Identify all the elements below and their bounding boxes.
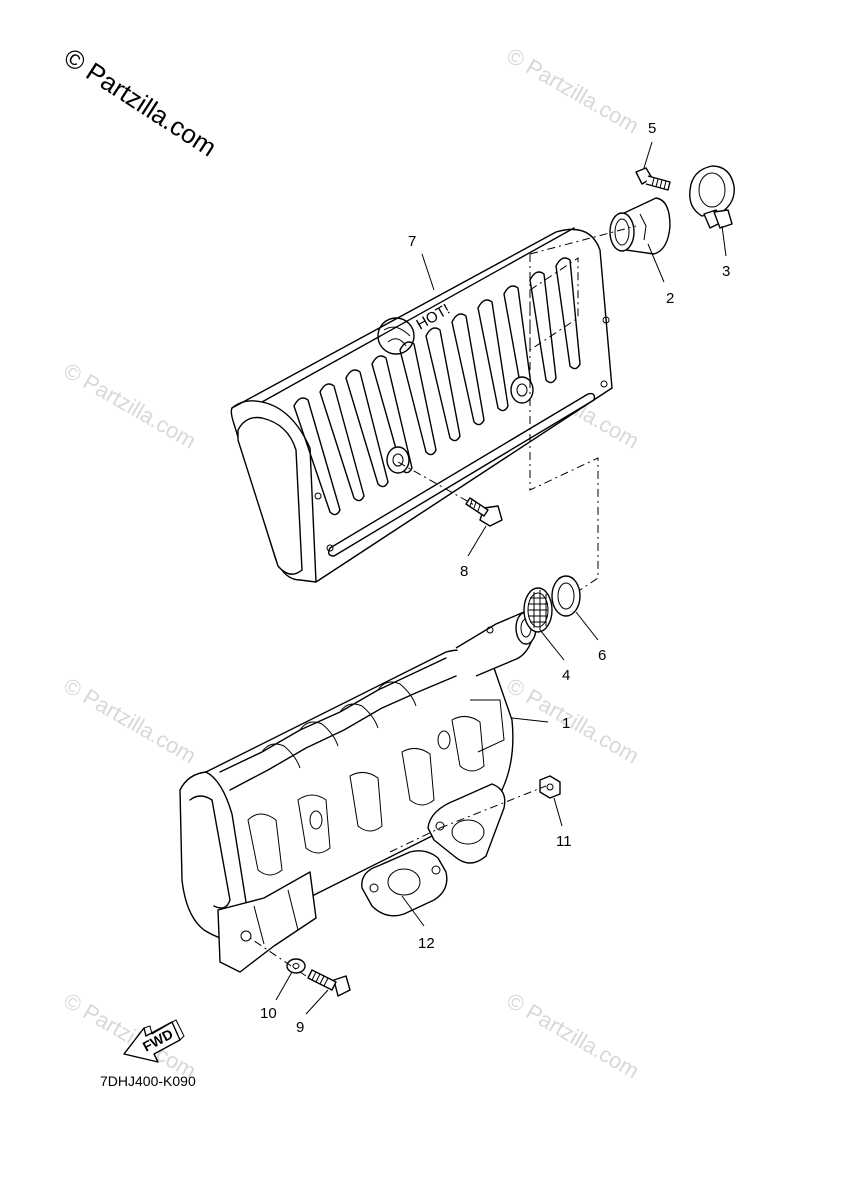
watermark: © Partzilla.com <box>503 673 644 769</box>
bolt-9 <box>307 969 351 997</box>
watermark: © Partzilla.com <box>60 358 201 454</box>
watermarks: © Partzilla.com © Partzilla.com © Partzi… <box>60 43 644 1084</box>
callout-6: 6 <box>598 647 606 664</box>
gasket <box>361 850 448 917</box>
callout-numbers: 1 2 3 4 5 6 7 8 9 10 11 12 <box>260 120 730 1036</box>
muffler <box>179 611 537 973</box>
callout-3: 3 <box>722 263 730 280</box>
bolt-8 <box>465 497 503 527</box>
heat-shield-cover: HOT! <box>230 227 613 583</box>
clamp <box>689 165 735 229</box>
callout-7: 7 <box>408 233 416 250</box>
arrester-screen <box>523 587 553 633</box>
gasket-ring <box>551 575 581 617</box>
callout-2: 2 <box>666 290 674 307</box>
nut-11 <box>539 775 561 799</box>
assembly-centerlines <box>249 225 637 977</box>
watermark: © Partzilla.com <box>60 988 201 1084</box>
diagram-code: 7DHJ400-K090 <box>100 1073 196 1089</box>
callout-12: 12 <box>418 935 435 952</box>
watermark: © Partzilla.com <box>503 988 644 1084</box>
watermark: © Partzilla.com <box>60 673 201 769</box>
callout-leaders <box>275 141 727 1015</box>
copyright-text: © Partzilla.com <box>59 42 222 163</box>
callout-1: 1 <box>562 715 570 732</box>
watermark: © Partzilla.com <box>503 43 644 139</box>
callout-5: 5 <box>648 120 656 137</box>
callout-9: 9 <box>296 1019 304 1036</box>
callout-4: 4 <box>562 667 570 684</box>
callout-11: 11 <box>556 833 572 850</box>
washer-10 <box>286 958 306 974</box>
bolt-5 <box>635 167 671 191</box>
callout-8: 8 <box>460 563 468 580</box>
pipe-joint <box>609 197 671 255</box>
callout-10: 10 <box>260 1005 277 1022</box>
